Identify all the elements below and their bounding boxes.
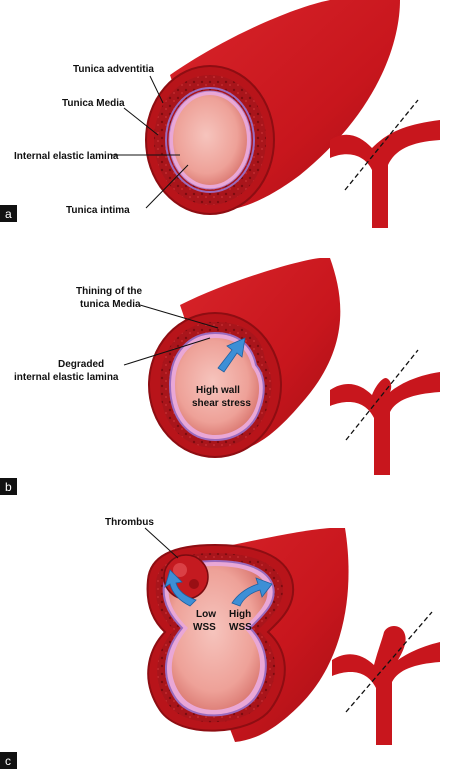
label-high: High bbox=[229, 609, 251, 620]
high-wss-arrow bbox=[217, 337, 246, 373]
label-tunica-media: Tunica Media bbox=[62, 98, 125, 109]
panel-c: Low WSS High WSS Thrombus c bbox=[0, 517, 440, 769]
bifurcation-b bbox=[330, 372, 440, 475]
label-tunica-adventitia: Tunica adventitia bbox=[73, 64, 154, 75]
thrombus-highlight bbox=[173, 563, 187, 577]
label-low-wss: WSS bbox=[193, 622, 216, 633]
cut-line-c bbox=[345, 611, 433, 713]
lumen-b bbox=[175, 338, 260, 435]
panel-letter-a: a bbox=[5, 207, 12, 221]
leader-intima bbox=[145, 164, 189, 209]
label-thinning-2: tunica Media bbox=[80, 299, 141, 310]
low-wss-arrow bbox=[164, 569, 197, 607]
panel-letter-c: c bbox=[5, 754, 11, 768]
label-degraded-2: internal elastic lamina bbox=[14, 372, 119, 383]
leader-thrombus bbox=[144, 527, 179, 559]
bifurcation-a bbox=[330, 120, 440, 228]
lumen-a bbox=[173, 95, 247, 185]
label-thinning-1: Thining of the bbox=[76, 286, 143, 297]
panel-b: High wall shear stress Thining of the tu… bbox=[0, 258, 440, 495]
leader-thinning bbox=[139, 304, 219, 329]
cut-line-a bbox=[344, 99, 419, 191]
leader-adventitia bbox=[149, 75, 164, 104]
leader-degraded bbox=[123, 337, 211, 366]
label-low: Low bbox=[196, 609, 216, 620]
label-internal-elastic-lamina: Internal elastic lamina bbox=[14, 151, 119, 162]
panel-letter-box-a bbox=[0, 205, 17, 222]
panel-letter-box-c bbox=[0, 752, 17, 769]
panel-a: Tunica adventitia Tunica Media Internal … bbox=[0, 0, 440, 228]
label-tunica-intima: Tunica intima bbox=[66, 205, 130, 216]
panel-letter-b: b bbox=[5, 480, 12, 494]
cut-line-b bbox=[345, 349, 419, 441]
label-high-wall: High wall bbox=[196, 385, 240, 396]
high-wss-arrow-c bbox=[231, 577, 273, 607]
thrombus-shadow bbox=[189, 579, 199, 589]
label-high-wss: WSS bbox=[229, 622, 252, 633]
leader-media bbox=[123, 107, 159, 136]
panel-letter-box-b bbox=[0, 478, 17, 495]
label-thrombus: Thrombus bbox=[105, 517, 154, 528]
bifurcation-c bbox=[332, 626, 440, 745]
iel-ring-a bbox=[165, 87, 255, 193]
label-shear-stress: shear stress bbox=[192, 398, 251, 409]
label-degraded-1: Degraded bbox=[58, 359, 104, 370]
